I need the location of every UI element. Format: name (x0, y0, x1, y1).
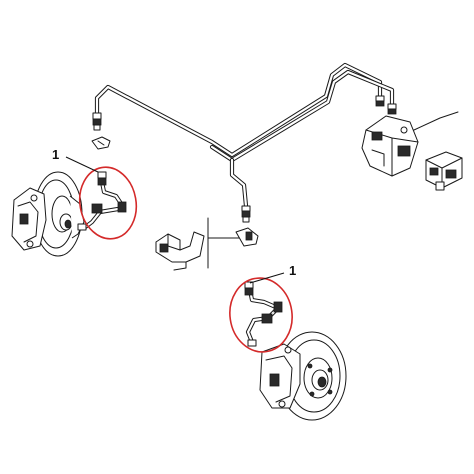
pipe-clip (91, 136, 111, 150)
right-callout-leader (249, 272, 285, 284)
right-brake-disc-assembly (259, 331, 347, 421)
pipe-fittings (92, 95, 397, 223)
right-callout-number: 1 (289, 263, 296, 278)
right-hose-callout-outline (229, 277, 293, 353)
abs-relay-box (425, 151, 463, 191)
hose-bracket (155, 231, 205, 271)
left-hose-callout-outline (78, 166, 138, 240)
left-callout-leader (65, 156, 99, 173)
abs-modulator-unit (361, 111, 459, 177)
right-flexible-brake-hose (244, 281, 283, 347)
left-callout-number: 1 (52, 147, 59, 162)
left-brake-disc-assembly (11, 171, 85, 257)
junction-bracket-lines (207, 217, 259, 269)
rigid-brake-pipe-network (94, 62, 395, 209)
